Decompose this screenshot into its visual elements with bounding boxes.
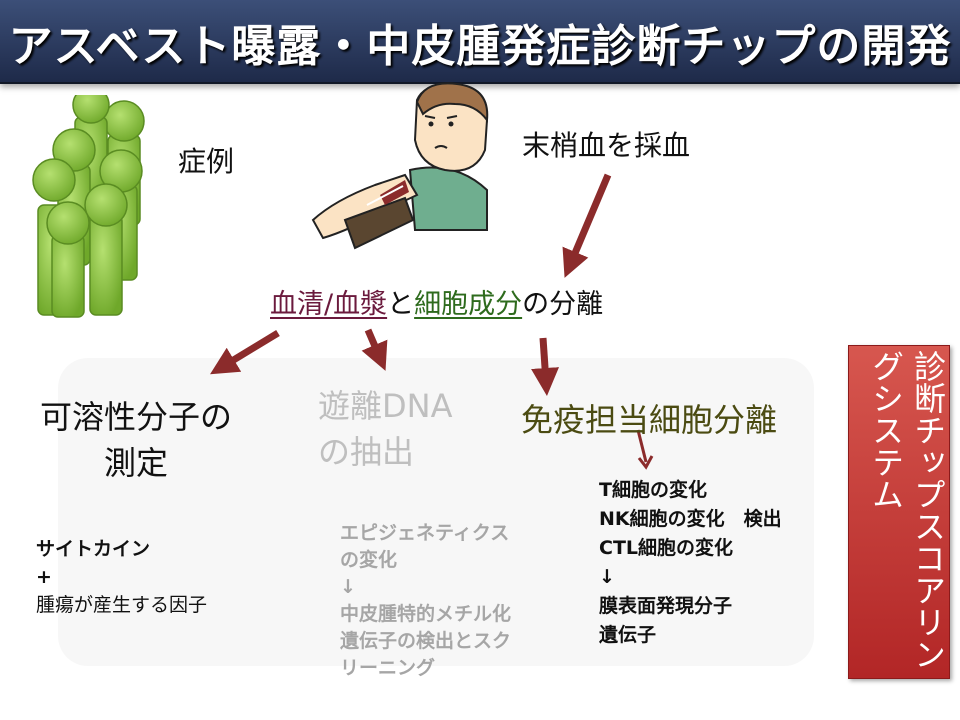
cases-label: 症例 bbox=[178, 145, 235, 178]
tcell-line5: 膜表面発現分子 bbox=[599, 595, 733, 617]
arrow-to-immune bbox=[531, 337, 560, 396]
soluble-molecule-measurement: 可溶性分子の 測定 bbox=[40, 394, 232, 486]
separation-suffix-text: の分離 bbox=[522, 289, 604, 320]
content-panel bbox=[58, 358, 814, 666]
arrow-blood-to-separation bbox=[562, 173, 612, 278]
blood-draw-illustration bbox=[311, 82, 489, 250]
epi-line4: 中皮腫特的メチル化 bbox=[340, 603, 512, 625]
soluble-line2: 測定 bbox=[104, 444, 169, 482]
slide-title: アスベスト曝露・中皮腫発症診断チップの開発 bbox=[8, 21, 952, 72]
immune-cell-separation: 免疫担当細胞分離 bbox=[521, 401, 778, 439]
tcell-line6: 遺伝子 bbox=[599, 624, 657, 646]
scoring-system-box: 診断チップスコアリングシステム bbox=[848, 345, 950, 679]
epi-line3: ↓ bbox=[340, 576, 356, 598]
epi-line5: 遺伝子の検出とスク bbox=[340, 630, 512, 652]
tcell-line4: ↓ bbox=[599, 566, 615, 588]
arrow-to-dna bbox=[361, 328, 388, 371]
title-bar: アスベスト曝露・中皮腫発症診断チップの開発 bbox=[0, 0, 960, 84]
cytokine-line3: 腫瘍が産生する因子 bbox=[36, 594, 208, 616]
epi-line2: の変化 bbox=[340, 549, 398, 571]
separation-label: 血清/血漿と細胞成分の分離 bbox=[270, 282, 603, 321]
blood-draw-label: 末梢血を採血 bbox=[522, 129, 691, 162]
epi-line1: エピジェネティクス bbox=[340, 522, 510, 544]
epi-line6: リーニング bbox=[340, 657, 436, 679]
cytokine-line2: + bbox=[36, 566, 52, 588]
arrow-to-soluble bbox=[210, 330, 280, 375]
cytokine-details: サイトカイン + 腫瘍が産生する因子 bbox=[36, 535, 207, 619]
tcell-line2: NK細胞の変化 検出 bbox=[599, 508, 782, 530]
dna-line1: 遊離DNA bbox=[318, 387, 453, 425]
tcell-details: T細胞の変化 NK細胞の変化 検出 CTL細胞の変化 ↓ 膜表面発現分子 遺伝子 bbox=[599, 476, 782, 650]
arrow-immune-to-details bbox=[636, 429, 648, 463]
separation-and-text: と bbox=[387, 289, 415, 320]
scoring-system-text: 診断チップスコアリングシステム bbox=[867, 350, 947, 670]
cytokine-line1: サイトカイン bbox=[36, 538, 151, 560]
free-dna-extraction: 遊離DNA の抽出 bbox=[318, 383, 452, 475]
soluble-line1: 可溶性分子の bbox=[40, 398, 233, 436]
tcell-line1: T細胞の変化 bbox=[599, 479, 707, 501]
epigenetics-details: エピジェネティクス の変化 ↓ 中皮腫特的メチル化 遺伝子の検出とスク リーニン… bbox=[340, 520, 511, 682]
dna-line2: の抽出 bbox=[318, 433, 415, 471]
tcell-line3: CTL細胞の変化 bbox=[599, 537, 734, 559]
people-group-icon bbox=[32, 95, 145, 318]
cell-component-text: 細胞成分 bbox=[414, 289, 523, 320]
serum-plasma-text: 血清/血漿 bbox=[270, 289, 388, 320]
